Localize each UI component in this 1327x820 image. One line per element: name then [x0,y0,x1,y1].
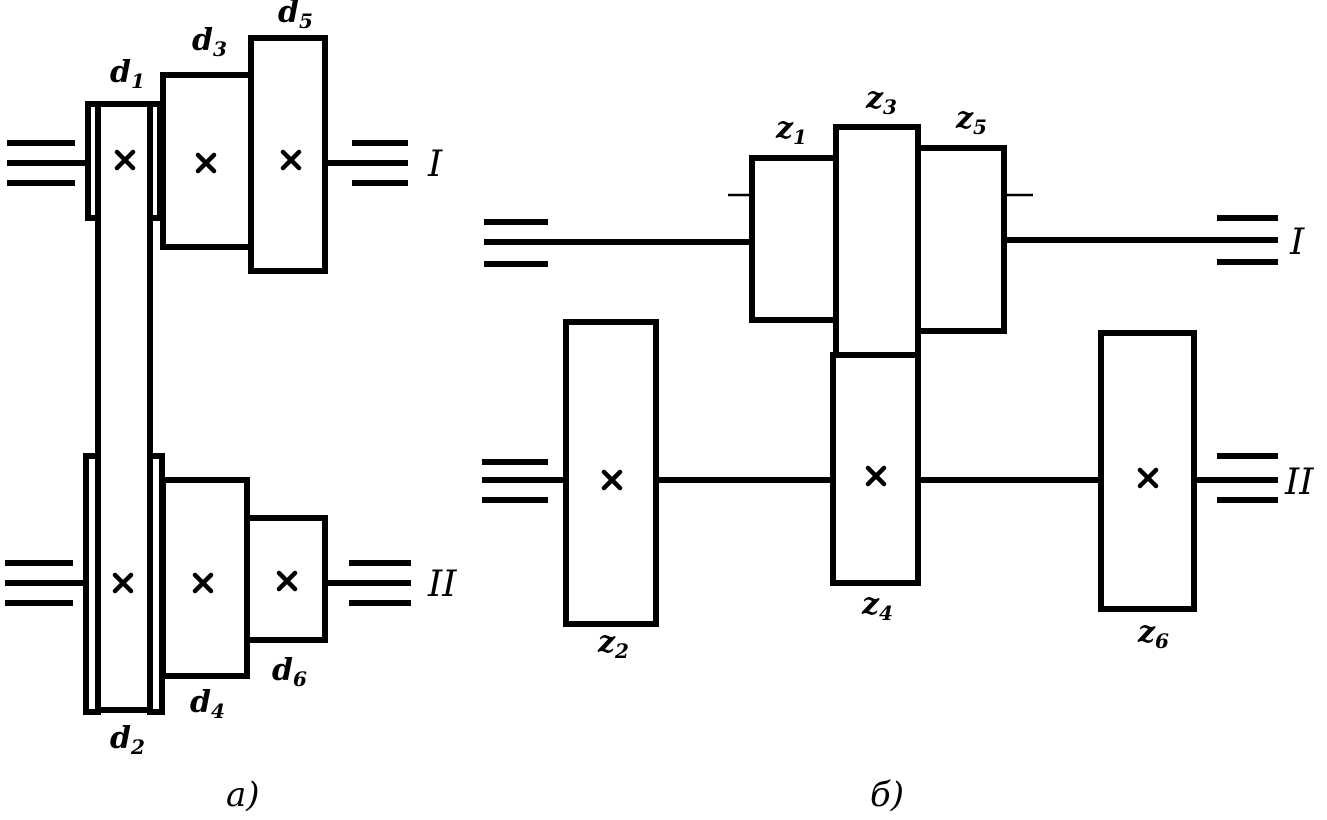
gear-z5 [915,145,1007,334]
label-d3: d3 [192,23,227,61]
belt [95,101,153,713]
label-z1: z1 [775,111,807,149]
caption-b: б) [870,775,904,815]
gear-z1 [749,155,839,323]
gear-z3 [833,124,921,358]
label-z5: z5 [955,101,987,139]
label-z3: z3 [865,81,897,119]
label-d2: d2 [110,721,145,759]
diagram-a: d1 d3 d5 d6 d4 d2 I II а) [5,0,457,815]
shaft-I-a [7,140,408,186]
label-z4: z4 [861,587,893,625]
caption-a: а) [226,775,260,815]
gear-z2 [563,319,659,627]
shaft-label-I-a: I [427,144,443,185]
shaft-label-II-a: II [427,564,457,605]
label-d1: d1 [110,55,145,93]
label-z2: z2 [597,625,629,663]
cross-mark [601,465,1159,491]
label-d6: d6 [272,653,307,691]
label-z6: z6 [1137,615,1169,653]
shaft-II-b [482,453,1278,503]
shaft-label-I-b: I [1289,222,1305,263]
label-d4: d4 [190,685,225,723]
shaft-II-a [5,560,411,606]
shaft-label-II-b: II [1284,462,1314,503]
gear-z6 [1098,330,1197,612]
cross-mark [112,149,302,594]
gear-z4 [830,352,921,586]
label-d5: d5 [278,0,313,33]
diagram-b: z1 z3 z5 z4 z2 z6 I II б) [482,81,1314,815]
